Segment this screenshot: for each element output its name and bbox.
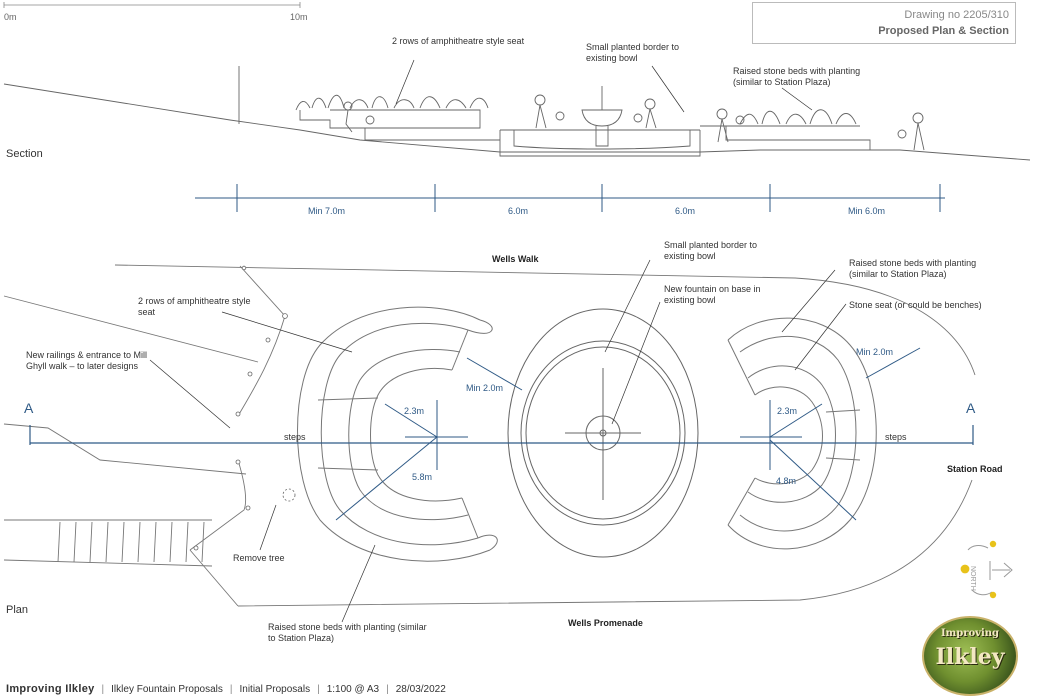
plan-ann-stone-seat: Stone seat (or could be benches) bbox=[849, 300, 982, 310]
section-dim-1: Min 7.0m bbox=[308, 206, 346, 216]
section-leaders bbox=[395, 59, 813, 113]
dim-23-left: 2.3m bbox=[404, 406, 425, 416]
drawing-number: Drawing no 2205/310 bbox=[904, 9, 1009, 21]
section-dim-3: 6.0m bbox=[675, 206, 696, 216]
section-elevation bbox=[3, 66, 1031, 161]
footer-project: Ilkley Fountain Proposals bbox=[111, 684, 223, 695]
plan-dimensions bbox=[335, 347, 921, 521]
section-dimension-line bbox=[195, 184, 945, 212]
scale-bar bbox=[3, 2, 301, 8]
central-bowl bbox=[507, 308, 699, 558]
right-amphitheatre bbox=[727, 317, 877, 550]
scale-ten-label: 10m bbox=[290, 12, 308, 22]
section-dim-4: Min 6.0m bbox=[848, 206, 886, 216]
footer-org: Improving Ilkley bbox=[6, 683, 95, 695]
dim-58: 5.8m bbox=[412, 472, 433, 482]
plan-ann-beds-bottom: Raised stone beds with planting (similar… bbox=[268, 622, 427, 643]
section-ann-seat: 2 rows of amphitheatre style seat bbox=[392, 36, 525, 46]
footer-date: 28/03/2022 bbox=[395, 684, 446, 695]
plan-ann-railings: New railings & entrance to Mill Ghyll wa… bbox=[26, 350, 148, 371]
north-arrow bbox=[967, 545, 1013, 596]
railing-posts bbox=[193, 265, 288, 551]
plan-ann-fountain: New fountain on base in existing bowl bbox=[664, 284, 761, 305]
plan-outline bbox=[3, 264, 976, 607]
section-line-aa bbox=[29, 425, 974, 445]
plan-ann-seat: 2 rows of amphitheatre style seat bbox=[138, 296, 251, 317]
section-mark-right: A bbox=[966, 400, 976, 416]
road-wells-promenade: Wells Promenade bbox=[568, 618, 643, 628]
north-arrow-sun bbox=[960, 540, 997, 599]
section-ann-beds: Raised stone beds with planting (similar… bbox=[733, 66, 861, 87]
steps-right: steps bbox=[885, 432, 907, 442]
drawing-title: Proposed Plan & Section bbox=[878, 25, 1009, 37]
north-label: NORTH bbox=[969, 566, 976, 591]
footer-stage: Initial Proposals bbox=[239, 684, 311, 695]
plan-label: Plan bbox=[6, 604, 29, 616]
steps-left: steps bbox=[284, 432, 306, 442]
plan-ann-beds-right: Raised stone beds with planting (similar… bbox=[849, 258, 977, 279]
left-amphitheatre bbox=[297, 306, 498, 562]
title-box: Drawing no 2205/310 Proposed Plan & Sect… bbox=[752, 2, 1016, 44]
plan-ann-remove-tree: Remove tree bbox=[233, 553, 285, 563]
plan-ann-border: Small planted border to existing bowl bbox=[664, 240, 758, 261]
dim-min2-left: Min 2.0m bbox=[466, 383, 504, 393]
dim-48: 4.8m bbox=[776, 476, 797, 486]
footer-bar: Improving Ilkley|Ilkley Fountain Proposa… bbox=[6, 683, 446, 695]
section-mark-left: A bbox=[24, 400, 34, 416]
tree-to-remove bbox=[282, 488, 296, 502]
dim-min2-right: Min 2.0m bbox=[856, 347, 894, 357]
section-ann-border: Small planted border to existing bowl bbox=[586, 42, 680, 63]
plan-leaders bbox=[149, 259, 847, 623]
section-label: Section bbox=[6, 148, 43, 160]
road-station-road: Station Road bbox=[947, 464, 1003, 474]
footer-scale: 1:100 @ A3 bbox=[326, 684, 380, 695]
dim-23-right: 2.3m bbox=[777, 406, 798, 416]
scale-zero-label: 0m bbox=[4, 12, 17, 22]
logo-line2: Ilkley bbox=[935, 644, 1005, 670]
logo-line1: Improving bbox=[940, 628, 1000, 639]
improving-ilkley-logo: Improving Ilkley bbox=[922, 616, 1018, 696]
section-dim-2: 6.0m bbox=[508, 206, 529, 216]
road-wells-walk: Wells Walk bbox=[492, 254, 539, 264]
